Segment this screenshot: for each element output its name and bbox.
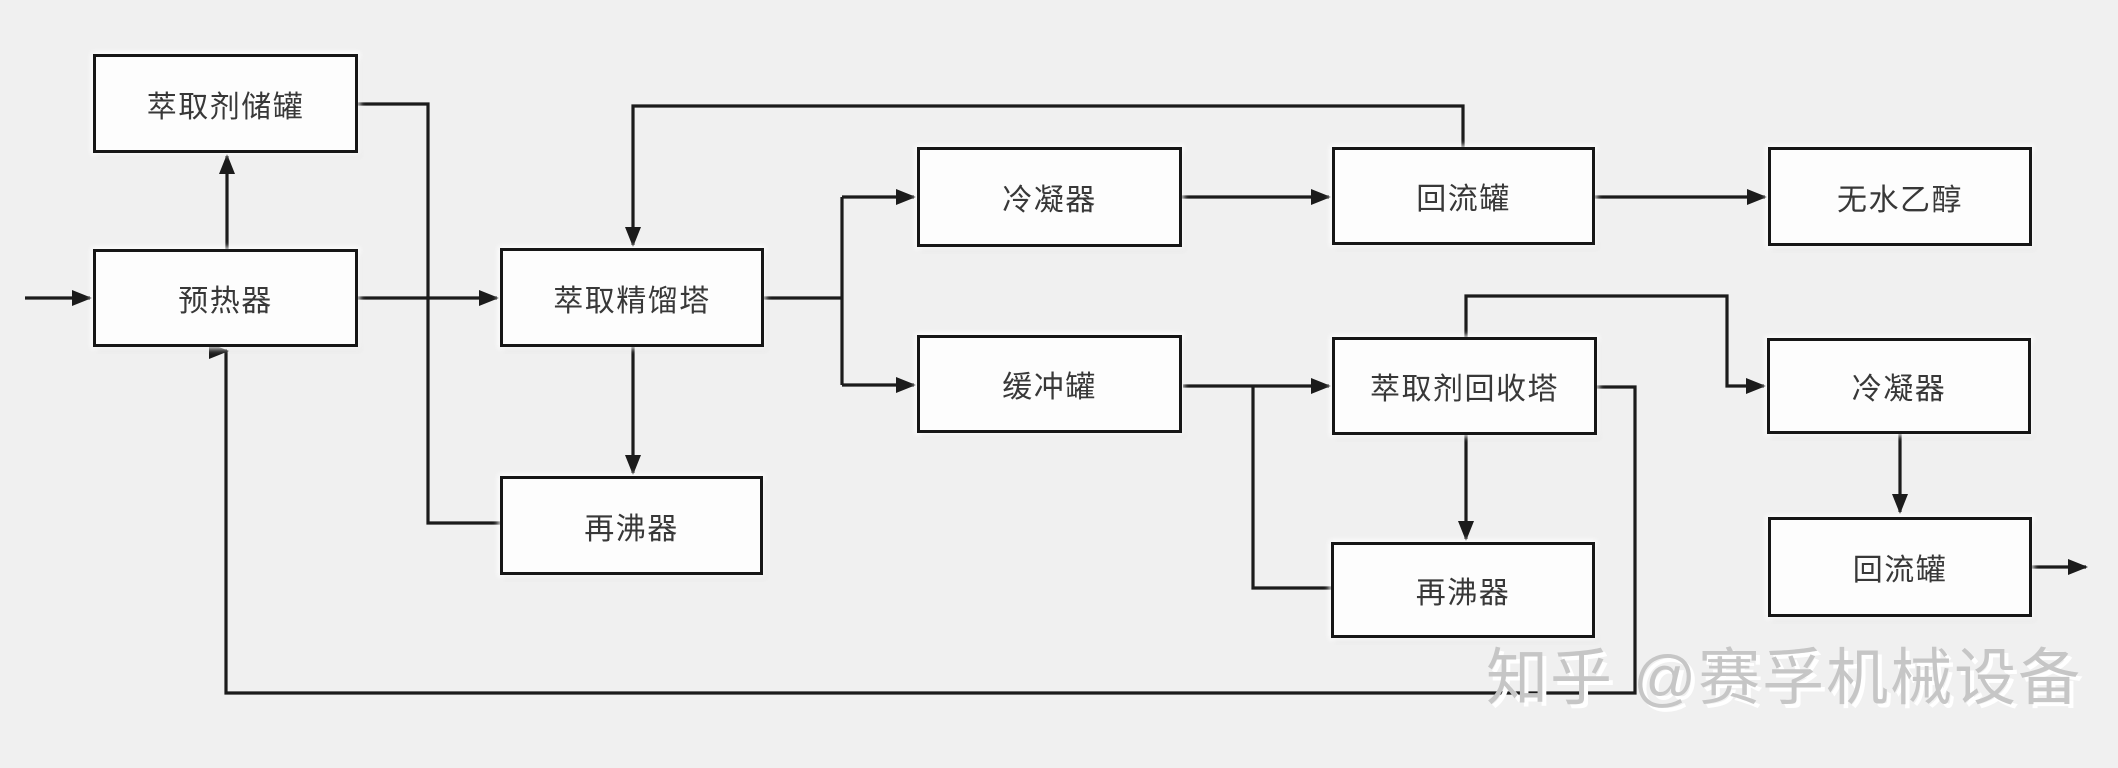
- node-reboiler-2: 再沸器: [1331, 542, 1595, 638]
- node-condenser-1: 冷凝器: [917, 147, 1182, 247]
- node-extractant-recovery-column: 萃取剂回收塔: [1332, 337, 1597, 435]
- node-buffer-tank: 缓冲罐: [917, 335, 1182, 433]
- edge-buffer-branch-to-reboiler2: [1251, 386, 1331, 590]
- node-anhydrous-ethanol: 无水乙醇: [1768, 147, 2032, 246]
- node-condenser-2: 冷凝器: [1767, 338, 2031, 434]
- edge-column-output-trunk: [764, 197, 844, 385]
- edge-storage-to-reboiler1: [358, 102, 500, 525]
- node-extractive-distillation-column: 萃取精馏塔: [500, 248, 764, 347]
- node-preheater: 预热器: [93, 249, 358, 347]
- edge-reflux1-to-column: [625, 104, 1465, 247]
- node-reflux-tank-2: 回流罐: [1768, 517, 2032, 617]
- node-reboiler-1: 再沸器: [500, 476, 763, 575]
- zhihu-watermark: 知乎 @赛孚机械设备: [1486, 644, 2083, 713]
- edge-recovery-to-condenser2: [1464, 294, 1766, 394]
- node-reflux-tank-1: 回流罐: [1332, 147, 1595, 245]
- node-extractant-storage-tank: 萃取剂储罐: [93, 54, 358, 153]
- edge-recovery-to-preheater-recycle: [209, 343, 1637, 695]
